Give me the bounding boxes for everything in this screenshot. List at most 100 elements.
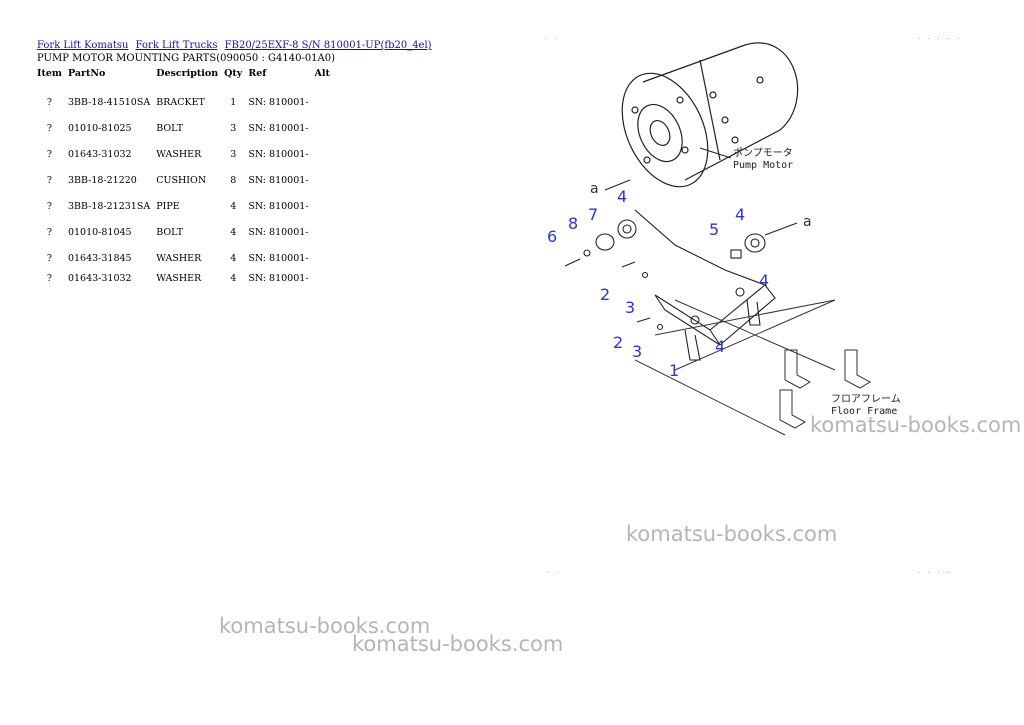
callout-6: 6	[547, 227, 557, 246]
corner-mark-bottom-left: · ·	[547, 570, 562, 577]
cell-alt	[312, 271, 338, 285]
cell-ref: SN: 810001-	[248, 174, 309, 186]
cell-ref: SN: 810001-	[248, 122, 309, 134]
callout-7: 7	[588, 205, 598, 224]
cell-item: ?	[46, 96, 53, 108]
callout-4-top: 4	[617, 187, 627, 206]
parts-table: Item PartNo Description Qty Ref Alt ? 3B…	[37, 66, 338, 285]
column-header-partno: PartNo	[67, 67, 106, 79]
bracket	[634, 209, 776, 361]
hardware-parts	[564, 219, 766, 331]
cell-description: BRACKET	[156, 96, 205, 108]
cell-alt	[312, 167, 338, 193]
column-header-alt: Alt	[314, 67, 330, 79]
cell-alt	[312, 89, 338, 115]
table-row: ? 01010-81025 BOLT 3 SN: 810001-	[37, 115, 338, 141]
callout-2-upper: 2	[600, 285, 610, 304]
pump-motor-label-en: Pump Motor	[733, 160, 793, 171]
arrow-left	[604, 179, 631, 191]
callout-1: 1	[669, 361, 679, 380]
column-header-qty: Qty	[224, 67, 243, 79]
corner-mark-top-left: · ·	[545, 36, 560, 43]
cell-item: ?	[46, 200, 53, 212]
cell-alt	[312, 141, 338, 167]
cell-partno: 3BB-18-21231SA	[67, 200, 151, 212]
cell-partno: 01643-31032	[67, 272, 132, 284]
callout-3-upper: 3	[625, 298, 635, 317]
cell-ref: SN: 810001-	[248, 272, 309, 284]
cell-description: WASHER	[156, 252, 202, 264]
cell-item: ?	[46, 252, 53, 264]
column-header-ref: Ref	[248, 67, 267, 79]
corner-mark-bottom-right: · · · ·	[918, 570, 952, 577]
floor-frame-label-en: Floor Frame	[831, 406, 897, 417]
cell-alt	[312, 219, 338, 245]
cell-qty: 3	[230, 148, 237, 160]
cell-item: ?	[46, 174, 53, 186]
cell-qty: 4	[230, 272, 237, 284]
cell-ref: SN: 810001-	[248, 226, 309, 238]
corner-mark-top-right: · · · · ·	[918, 36, 962, 43]
parts-diagram: · · · · · · · · · · · · · ポンプモータ Pump Mo…	[545, 36, 962, 577]
cell-description: PIPE	[156, 200, 180, 212]
cell-alt	[312, 245, 338, 271]
cell-alt	[312, 193, 338, 219]
pump-motor-label-jp: ポンプモータ	[733, 147, 793, 159]
cell-qty: 4	[230, 226, 237, 238]
cell-partno: 01010-81045	[67, 226, 132, 238]
table-row: ? 01643-31032 WASHER 3 SN: 810001-	[37, 141, 338, 167]
callout-4-bracket: 4	[759, 271, 769, 290]
table-header-row: Item PartNo Description Qty Ref Alt	[37, 66, 338, 89]
callout-5: 5	[709, 220, 719, 239]
cell-description: CUSHION	[156, 174, 207, 186]
breadcrumb: Fork Lift Komatsu Fork Lift Trucks FB20/…	[37, 40, 436, 51]
cell-item: ?	[46, 272, 53, 284]
table-row: ? 01643-31032 WASHER 4 SN: 810001-	[37, 271, 338, 285]
cell-alt	[312, 115, 338, 141]
cell-partno: 01010-81025	[67, 122, 132, 134]
breadcrumb-link-fork-lift-trucks[interactable]: Fork Lift Trucks	[135, 40, 218, 51]
cell-item: ?	[46, 148, 53, 160]
cell-qty: 3	[230, 122, 237, 134]
cell-description: BOLT	[156, 122, 184, 134]
breadcrumb-link-fork-lift-komatsu[interactable]: Fork Lift Komatsu	[37, 40, 129, 51]
cell-description: BOLT	[156, 226, 184, 238]
callout-4-lower: 4	[715, 337, 725, 356]
table-row: ? 3BB-18-21220 CUSHION 8 SN: 810001-	[37, 167, 338, 193]
watermark: komatsu-books.com	[219, 614, 431, 638]
watermark: komatsu-books.com	[810, 413, 1022, 437]
arrow-right	[764, 222, 798, 236]
page-title: PUMP MOTOR MOUNTING PARTS(090050 : G4140…	[37, 53, 336, 64]
cell-partno: 3BB-18-41510SA	[67, 96, 151, 108]
cell-qty: 4	[230, 200, 237, 212]
cell-item: ?	[46, 122, 53, 134]
cell-item: ?	[46, 226, 53, 238]
watermark: komatsu-books.com	[352, 632, 564, 656]
table-row: ? 3BB-18-41510SA BRACKET 1 SN: 810001-	[37, 89, 338, 115]
table-row: ? 3BB-18-21231SA PIPE 4 SN: 810001-	[37, 193, 338, 219]
cell-ref: SN: 810001-	[248, 252, 309, 264]
arrow-label-a-left: a	[590, 181, 599, 197]
callout-2-lower: 2	[613, 333, 623, 352]
arrow-label-a-right: a	[803, 214, 812, 230]
table-row: ? 01643-31845 WASHER 4 SN: 810001-	[37, 245, 338, 271]
floor-frame	[634, 299, 872, 436]
cell-ref: SN: 810001-	[248, 200, 309, 212]
column-header-item: Item	[37, 67, 62, 79]
cell-partno: 3BB-18-21220	[67, 174, 137, 186]
callout-4-right: 4	[735, 205, 745, 224]
cell-qty: 4	[230, 252, 237, 264]
watermark: komatsu-books.com	[626, 522, 838, 546]
cell-qty: 1	[230, 96, 237, 108]
column-header-description: Description	[156, 67, 219, 79]
cell-partno: 01643-31032	[67, 148, 132, 160]
cell-description: WASHER	[156, 272, 202, 284]
pump-motor	[621, 42, 799, 188]
cell-partno: 01643-31845	[67, 252, 132, 264]
cell-ref: SN: 810001-	[248, 96, 309, 108]
table-row: ? 01010-81045 BOLT 4 SN: 810001-	[37, 219, 338, 245]
breadcrumb-link-model[interactable]: FB20/25EXF-8 S/N 810001-UP(fb20_4el)	[224, 40, 432, 51]
callout-8: 8	[568, 214, 578, 233]
cell-ref: SN: 810001-	[248, 148, 309, 160]
cell-qty: 8	[230, 174, 237, 186]
